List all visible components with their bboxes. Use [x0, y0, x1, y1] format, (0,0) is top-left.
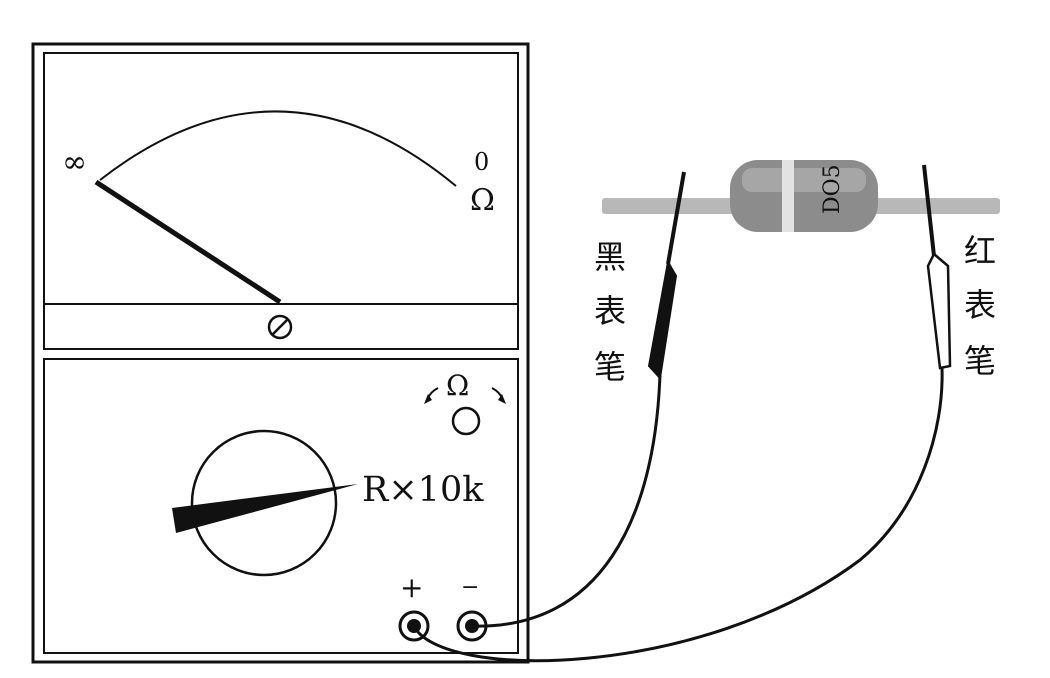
ohm-adjust-label: Ω	[446, 369, 469, 402]
infinity-label: ∞	[62, 145, 87, 180]
red-probe-label-char-3: 笔	[964, 342, 996, 380]
ohm-adjust-right-arrowhead-icon	[498, 394, 506, 404]
diode-marking: DO5	[820, 164, 845, 214]
black-probe-label-char-3: 笔	[594, 348, 626, 386]
ohm-adjust-knob[interactable]	[451, 406, 481, 436]
red-probe-handle[interactable]	[926, 252, 952, 370]
red-probe-label-char-2: 表	[964, 286, 996, 324]
red-probe-wire	[412, 367, 944, 663]
meter-needle	[94, 179, 282, 305]
black-probe-wire	[471, 373, 662, 628]
black-probe-tip	[666, 171, 686, 265]
black-probe[interactable]	[647, 171, 686, 381]
zero-adjust-slot	[271, 318, 289, 336]
diode-body-highlight	[742, 168, 866, 192]
black-probe-label-char-1: 黑	[594, 238, 626, 276]
range-selector-pointer[interactable]	[172, 484, 358, 533]
red-probe-label-char-1: 红	[964, 232, 996, 270]
red-probe[interactable]	[922, 164, 952, 370]
meter-scale: ∞ 0 Ω	[62, 110, 495, 305]
range-setting-label: R×10k	[362, 470, 484, 510]
black-probe-label: 黑 表 笔	[594, 238, 626, 386]
zero-label: 0	[474, 148, 489, 176]
ohm-adjust-left-arrowhead-icon	[424, 394, 432, 404]
diode: DO5	[602, 160, 1000, 232]
ohm-unit-label: Ω	[470, 183, 495, 218]
red-probe-label: 红 表 笔	[964, 232, 996, 380]
minus-terminal-label: −	[461, 575, 479, 600]
wires	[412, 367, 944, 663]
ohm-adjust[interactable]: Ω	[424, 369, 506, 436]
black-probe-handle[interactable]	[647, 259, 678, 381]
plus-terminal-label: +	[400, 571, 423, 604]
range-selector[interactable]: R×10k	[172, 429, 484, 577]
mechanical-zero-adjust[interactable]	[267, 314, 293, 340]
diode-cathode-band	[782, 160, 794, 232]
scale-arc	[99, 110, 457, 187]
black-probe-label-char-2: 表	[594, 292, 626, 330]
red-probe-tip	[922, 164, 936, 257]
